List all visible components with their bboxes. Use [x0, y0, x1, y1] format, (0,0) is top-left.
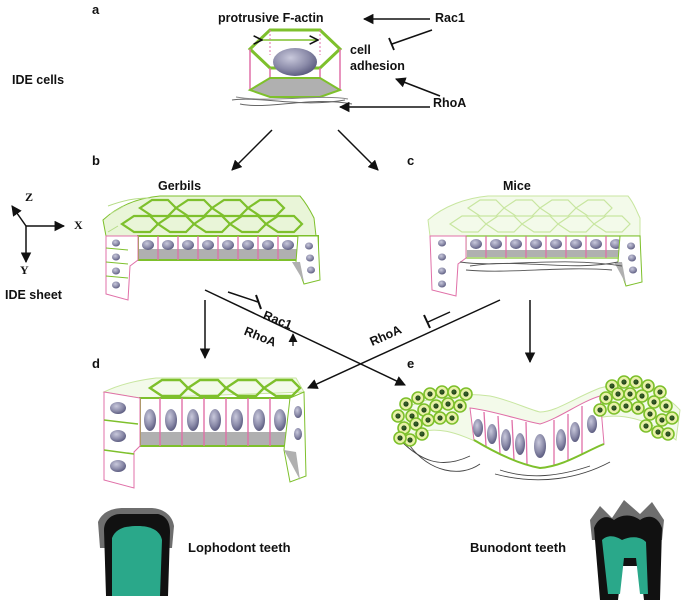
panel-label-d: d: [92, 356, 100, 371]
mice-label: Mice: [503, 179, 531, 193]
panel-a-arrows: [231, 13, 441, 171]
panel-label-c: c: [407, 153, 415, 168]
lophodont-teeth-label: Lophodont teeth: [188, 540, 291, 555]
rhoa-to-adhesion-arrow-icon: [395, 77, 441, 97]
gerbils-label: Gerbils: [158, 179, 202, 193]
rhoa-inhibition-bar-icon: [423, 311, 451, 329]
gerbils-to-e-arrow-icon: [204, 289, 406, 386]
rac1-inhibits-adhesion-icon: [388, 29, 433, 51]
ide-sheet-label: IDE sheet: [5, 288, 62, 302]
rac1-inhibition-bar-icon: [227, 291, 262, 310]
panel-c-sheet: [427, 195, 643, 297]
bunodont-teeth-label: Bunodont teeth: [470, 540, 567, 555]
cell-adhesion-label-line2: adhesion: [350, 59, 405, 73]
mice-to-d-arrow-icon: [307, 299, 501, 389]
panel-label-e: e: [407, 356, 415, 371]
cell-adhesion-label-line1: cell: [350, 43, 371, 57]
panel-label-a: a: [92, 2, 100, 17]
lophodont-tooth-icon: [98, 508, 174, 596]
xyz-axis-icon: [11, 205, 66, 264]
cell-to-mice-arrow-icon: [337, 129, 379, 171]
bunodont-tooth-icon: [590, 500, 664, 600]
axis-z-label: Z: [25, 190, 34, 204]
rac1-top-label: Rac1: [435, 11, 465, 25]
middle-arrows: [199, 289, 536, 389]
panel-d-sheet: [102, 377, 307, 489]
panel-b-sheet: [102, 195, 321, 301]
protrusive-factin-label: protrusive F-actin: [218, 11, 324, 25]
axis-x-label: X: [74, 218, 83, 232]
panel-e-sheet: [391, 375, 681, 481]
panel-a-cell: [231, 28, 353, 107]
rhoa-top-label: RhoA: [433, 96, 467, 110]
ide-cells-label: IDE cells: [12, 73, 65, 87]
cell-to-gerbils-arrow-icon: [231, 129, 273, 171]
panel-label-b: b: [92, 153, 100, 168]
axis-y-label: Y: [20, 263, 29, 277]
